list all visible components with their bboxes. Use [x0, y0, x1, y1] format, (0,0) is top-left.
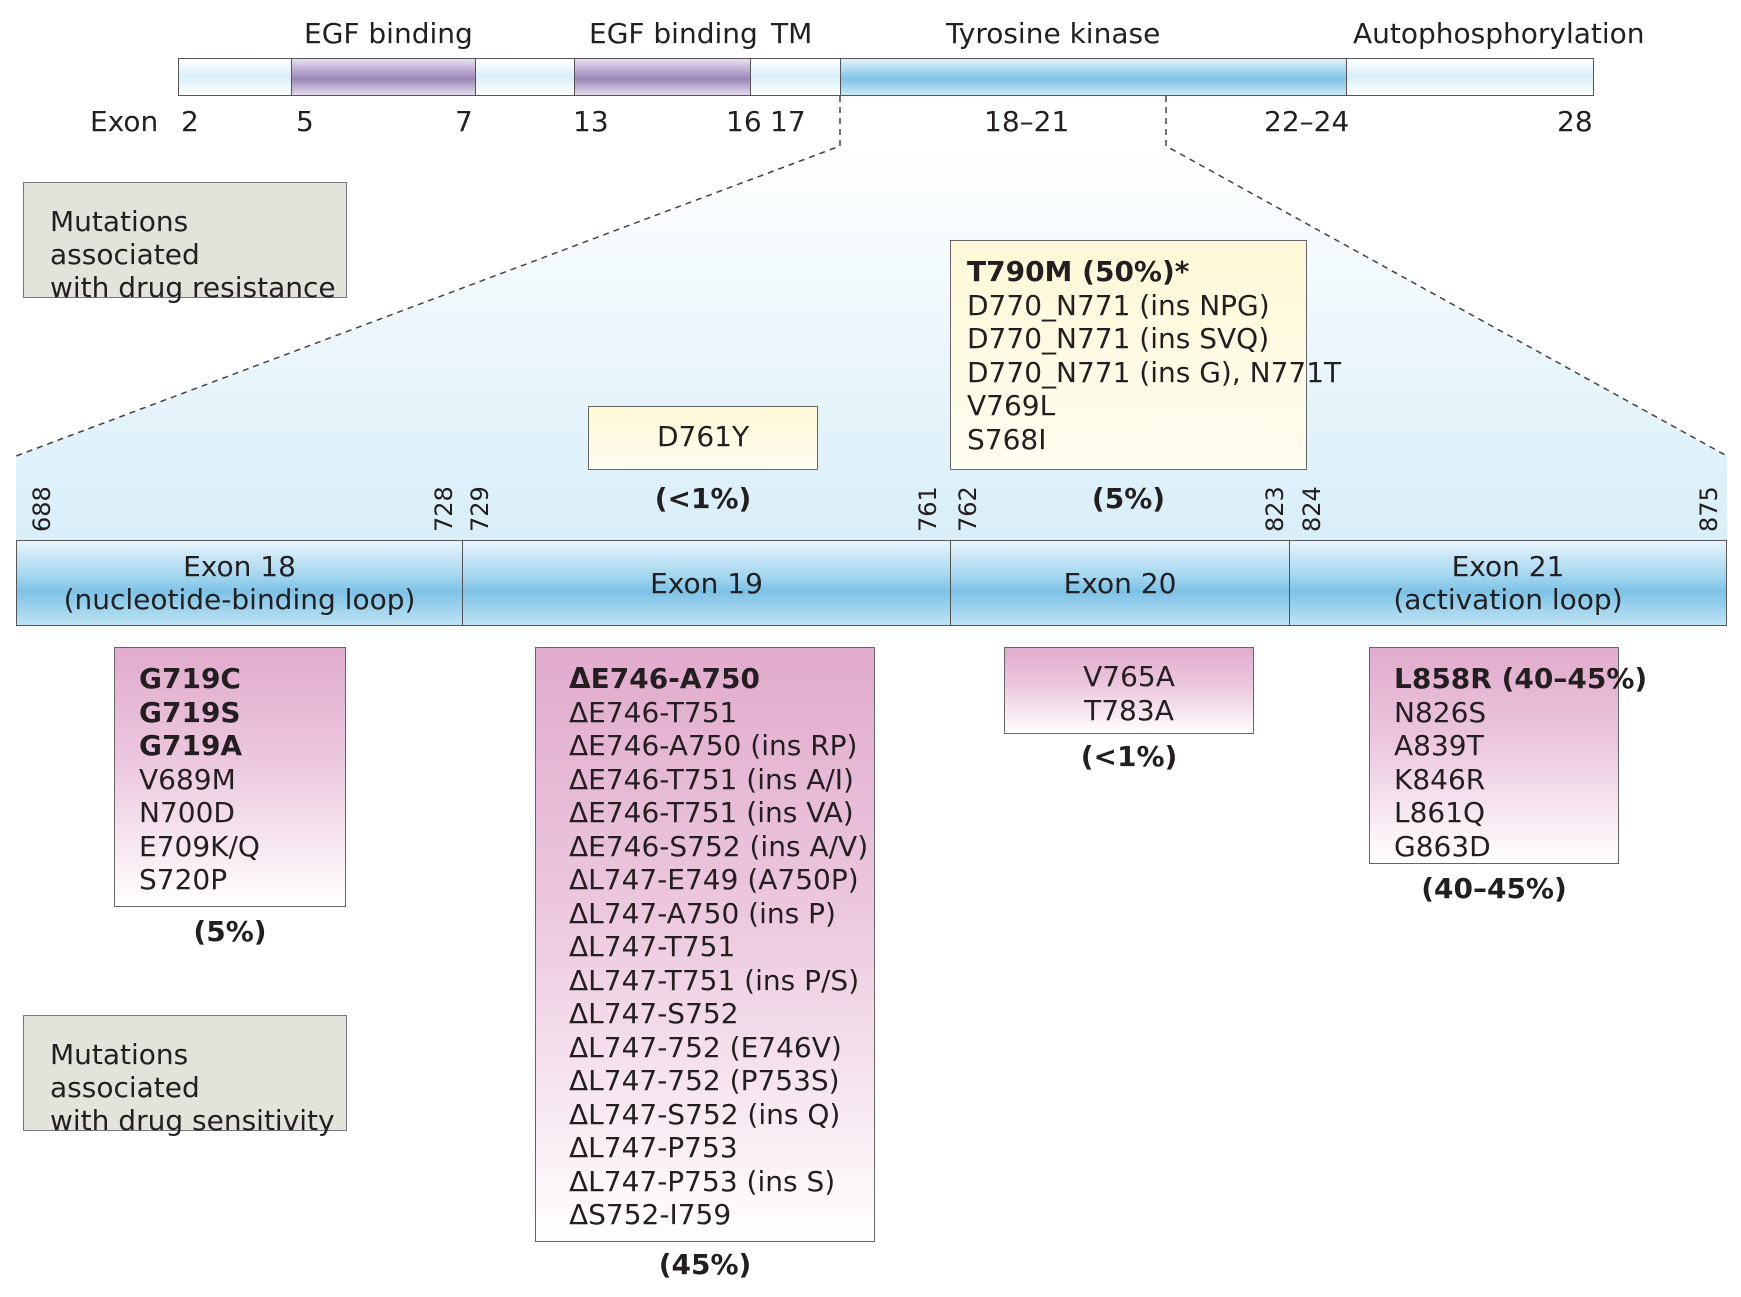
- domain-label-egf-2: EGF binding: [589, 17, 758, 50]
- sensitivity-box-exon18: G719C G719S G719A V689M N700D E709K/Q S7…: [114, 647, 346, 907]
- mutation-label: V769L: [967, 389, 1056, 422]
- mutation-label: A839T: [1394, 729, 1484, 762]
- mutation-label: ΔE746-A750 (ins RP): [569, 729, 858, 762]
- zoom-guide-right: [1165, 96, 1728, 457]
- mutation-label: ΔE746-T751: [569, 695, 738, 729]
- exon-tick: 22–24: [1264, 105, 1350, 138]
- exon-18-segment: Exon 18 (nucleotide-binding loop): [16, 540, 463, 626]
- mutation-label: V765A: [1083, 660, 1175, 693]
- domain-segment-autophosphorylation: [1346, 58, 1594, 96]
- exon-label: Exon 21: [1451, 550, 1565, 583]
- mutation-label: E709K/Q: [139, 829, 260, 863]
- sensitivity-box-exon20: V765A T783A: [1004, 647, 1254, 734]
- exon-tick: 2: [181, 105, 199, 138]
- mutation-label: D770_N771 (ins SVQ): [967, 322, 1270, 355]
- legend-drug-sensitivity: Mutations associated with drug sensitivi…: [23, 1015, 347, 1137]
- exon-19-segment: Exon 19: [462, 540, 951, 626]
- mutation-label: T790M (50%)*: [967, 255, 1190, 288]
- legend-text-line: with drug resistance: [50, 271, 336, 304]
- sensitivity-box-exon21: L858R (40–45%) N826S A839T K846R L861Q G…: [1369, 647, 1648, 864]
- domain-label-egf-1: EGF binding: [304, 17, 473, 50]
- mutation-label: S720P: [139, 863, 228, 896]
- position-label: 823: [1261, 486, 1289, 532]
- mutation-label: S768I: [967, 422, 1047, 456]
- mutation-label: K846R: [1394, 762, 1486, 796]
- domain-segment-egf-2: [574, 58, 751, 96]
- exon-tick: 7: [455, 105, 473, 138]
- mutation-label: D770_N771 (ins G), N771T: [967, 355, 1342, 389]
- position-label: 875: [1695, 486, 1723, 532]
- mutation-label: V689M: [139, 762, 236, 796]
- position-label: 729: [466, 486, 494, 532]
- sensitivity-box-exon19: ΔE746-A750 ΔE746-T751 ΔE746-A750 (ins RP…: [535, 647, 875, 1242]
- legend-text-line: Mutations associated: [50, 205, 200, 271]
- zoom-guide-left: [15, 96, 841, 457]
- mutation-label: ΔL747-S752: [569, 997, 739, 1030]
- domain-segment-tyrosine-kinase: [840, 58, 1347, 96]
- position-label: 688: [28, 486, 56, 532]
- position-label: 761: [914, 486, 942, 532]
- mutation-label: ΔL747-752 (E746V): [569, 1030, 842, 1064]
- domain-label-tyrosine-kinase: Tyrosine kinase: [946, 17, 1161, 50]
- position-label: 762: [954, 486, 982, 532]
- sensitivity-frequency-exon20: (<1%): [1080, 740, 1178, 773]
- resistance-frequency-exon20: (5%): [1091, 482, 1166, 515]
- mutation-label: G863D: [1394, 829, 1491, 863]
- mutation-label: ΔS752-I759: [569, 1198, 732, 1231]
- exon-axis-label: Exon: [90, 105, 159, 138]
- mutation-label: ΔL747-E749 (A750P): [569, 863, 859, 896]
- exon-20-segment: Exon 20: [950, 540, 1290, 626]
- domain-segment-tm: [750, 58, 841, 96]
- mutation-label: T783A: [1084, 693, 1174, 727]
- mutation-label: ΔL747-752 (P753S): [569, 1064, 840, 1097]
- exon-sublabel: (activation loop): [1393, 583, 1623, 616]
- legend-text-line: with drug sensitivity: [50, 1104, 335, 1137]
- mutation-label: ΔE746-T751 (ins VA): [569, 796, 854, 829]
- mutation-label: L861Q: [1394, 796, 1486, 829]
- exon-tick: 18–21: [984, 105, 1070, 138]
- mutation-label: G719C: [139, 662, 241, 695]
- exon-label: Exon 19: [650, 566, 763, 600]
- mutation-label: ΔL747-T751 (ins P/S): [569, 963, 860, 997]
- mutation-label: ΔL747-A750 (ins P): [569, 896, 836, 930]
- domain-segment-n-terminal: [178, 58, 292, 96]
- sensitivity-frequency-exon21: (40–45%): [1421, 872, 1567, 905]
- domain-label-autophosphorylation: Autophosphorylation: [1353, 17, 1645, 50]
- mutation-label: ΔE746-A750: [569, 662, 760, 695]
- resistance-box-exon19: D761Y: [588, 406, 818, 470]
- sensitivity-frequency-exon19: (45%): [658, 1248, 752, 1281]
- mutation-label: ΔL747-S752 (ins Q): [569, 1097, 841, 1131]
- exon-label: Exon 20: [1063, 566, 1177, 600]
- resistance-frequency-exon19: (<1%): [654, 482, 752, 515]
- exon-tick: 13: [573, 105, 609, 138]
- mutation-label: N700D: [139, 796, 235, 829]
- exon-21-segment: Exon 21 (activation loop): [1289, 540, 1727, 626]
- exon-sublabel: (nucleotide-binding loop): [63, 583, 416, 616]
- mutation-label: G719A: [139, 729, 243, 762]
- mutation-label: L858R (40–45%): [1394, 662, 1648, 695]
- legend-drug-resistance: Mutations associated with drug resistanc…: [23, 182, 347, 304]
- mutation-label: ΔL747-P753: [569, 1131, 738, 1164]
- mutation-label: ΔE746-S752 (ins A/V): [569, 829, 869, 863]
- mutation-label: ΔL747-P753 (ins S): [569, 1164, 836, 1198]
- position-label: 824: [1298, 486, 1326, 532]
- exon-tick: 17: [770, 105, 806, 138]
- mutation-label: ΔL747-T751: [569, 930, 736, 963]
- domain-segment-linker: [475, 58, 575, 96]
- position-label: 728: [430, 486, 458, 532]
- mutation-label: D770_N771 (ins NPG): [967, 288, 1270, 322]
- exon-label: Exon 18: [183, 550, 296, 583]
- mutation-label: D761Y: [656, 420, 750, 453]
- domain-segment-egf-1: [291, 58, 476, 96]
- exon-tick: 16: [726, 105, 762, 138]
- mutation-label: N826S: [1394, 695, 1487, 729]
- resistance-box-exon20: T790M (50%)* D770_N771 (ins NPG) D770_N7…: [950, 240, 1342, 470]
- domain-label-tm: TM: [771, 17, 813, 50]
- mutation-label: G719S: [139, 695, 241, 729]
- legend-text-line: Mutations associated: [50, 1038, 200, 1104]
- exon-tick: 5: [296, 105, 314, 138]
- sensitivity-frequency-exon18: (5%): [193, 915, 267, 948]
- mutation-label: ΔE746-T751 (ins A/I): [569, 762, 854, 796]
- exon-tick: 28: [1557, 105, 1593, 138]
